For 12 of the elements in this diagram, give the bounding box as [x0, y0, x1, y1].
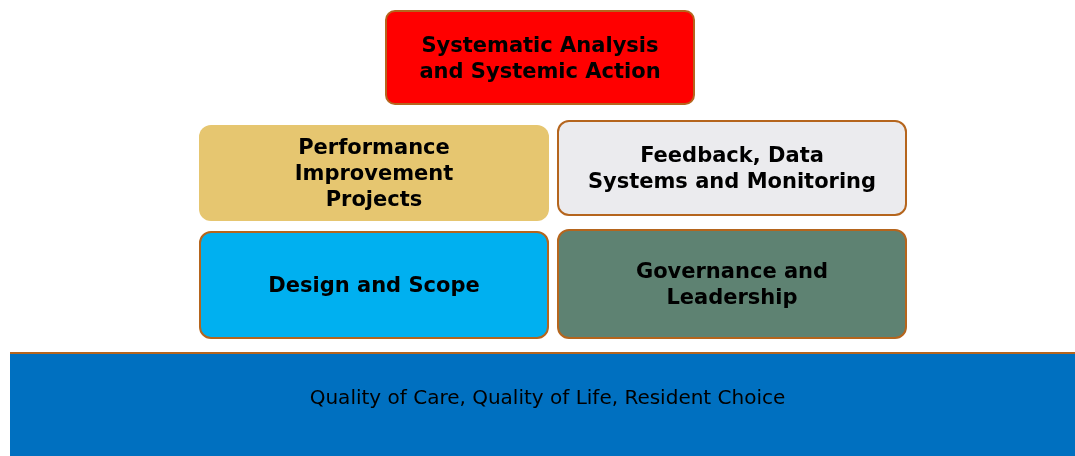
- top-box: [385, 10, 695, 105]
- box-label: Systematic Analysis and Systemic Action: [418, 31, 662, 84]
- pillar-box: [557, 120, 907, 216]
- band-label: Quality of Care, Quality of Life, Resident Choice: [309, 384, 786, 410]
- foundation-band: [10, 352, 1075, 456]
- box-label: Feedback, Data Systems and Monitoring: [587, 142, 877, 194]
- pillar-box: [199, 125, 549, 221]
- box-label: Performance Improvement Projects: [293, 134, 455, 212]
- pillar-box: [199, 231, 549, 339]
- box-label: Governance and Leadership: [634, 258, 830, 310]
- box-label: Design and Scope: [268, 272, 480, 298]
- pillar-box: [557, 229, 907, 339]
